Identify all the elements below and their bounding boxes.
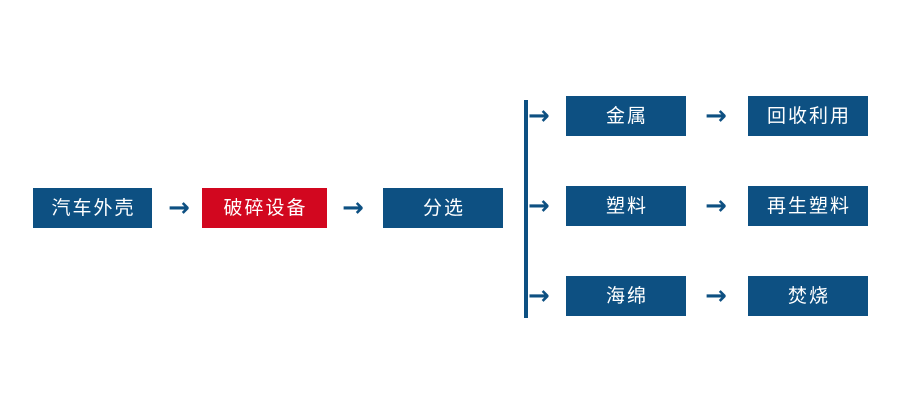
branch-arrow-right-icon-plastic: →: [528, 191, 550, 221]
node-sorting[interactable]: 分选: [383, 188, 503, 228]
split-trunk-line: [524, 100, 528, 318]
node-sponge-label: 海绵: [605, 284, 648, 307]
node-car-shell[interactable]: 汽车外壳: [33, 188, 152, 228]
node-plastic[interactable]: 塑料: [566, 186, 686, 226]
node-plastic-label: 塑料: [605, 194, 648, 217]
node-regenerated-plastic[interactable]: 再生塑料: [748, 186, 868, 226]
node-crusher[interactable]: 破碎设备: [202, 188, 327, 228]
node-incineration-label: 焚烧: [787, 284, 830, 307]
node-crusher-label: 破碎设备: [223, 196, 308, 219]
arrow-right-icon-plastic-to-regenerated: →: [705, 191, 727, 221]
branch-arrow-right-icon-sponge: →: [528, 281, 550, 311]
node-car-shell-label: 汽车外壳: [51, 196, 136, 219]
node-incineration[interactable]: 焚烧: [748, 276, 868, 316]
node-sponge[interactable]: 海绵: [566, 276, 686, 316]
arrow-right-icon-metal-to-recycle: →: [705, 101, 727, 131]
arrow-right-icon-crusher-to-sorting: →: [342, 193, 364, 223]
node-sorting-label: 分选: [422, 196, 465, 219]
node-recycle-reuse[interactable]: 回收利用: [748, 96, 868, 136]
arrow-right-icon-shell-to-crusher: →: [168, 193, 190, 223]
branch-arrow-right-icon-metal: →: [528, 101, 550, 131]
node-metal-label: 金属: [605, 104, 648, 127]
arrow-right-icon-sponge-to-incineration: →: [705, 281, 727, 311]
node-metal[interactable]: 金属: [566, 96, 686, 136]
node-recycle-reuse-label: 回收利用: [766, 104, 851, 127]
node-regenerated-plastic-label: 再生塑料: [766, 194, 851, 217]
